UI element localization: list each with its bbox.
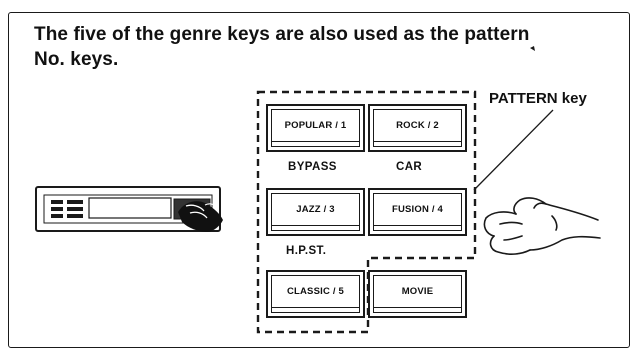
pattern-keys-dashed-outline <box>256 90 477 334</box>
hpst-label: H.P.ST. <box>286 245 327 257</box>
movie-key[interactable]: MOVIE <box>368 270 467 318</box>
key-label: JAZZ / 3 <box>296 204 335 215</box>
caption-text: The five of the genre keys are also used… <box>34 24 530 70</box>
rock-2-key[interactable]: ROCK / 2 <box>368 104 467 152</box>
popular-1-key[interactable]: POPULAR / 1 <box>266 104 365 152</box>
fusion-4-key[interactable]: FUSION / 4 <box>368 188 467 236</box>
key-label: ROCK / 2 <box>396 120 439 131</box>
figure-frame <box>8 12 630 348</box>
key-label: POPULAR / 1 <box>284 120 347 131</box>
key-label: MOVIE <box>401 286 434 297</box>
pattern-key-callout: PATTERN key <box>489 90 587 107</box>
callout-leader-line <box>473 109 554 191</box>
car-label: CAR <box>396 161 423 173</box>
jazz-3-key[interactable]: JAZZ / 3 <box>266 188 365 236</box>
classic-5-key[interactable]: CLASSIC / 5 <box>266 270 365 318</box>
key-label: CLASSIC / 5 <box>286 286 345 297</box>
caption-mark <box>530 46 535 51</box>
pointing-hand-icon <box>483 197 601 255</box>
bypass-label: BYPASS <box>288 161 337 173</box>
pressing-hand-icon <box>178 201 223 232</box>
key-label: FUSION / 4 <box>391 204 444 215</box>
